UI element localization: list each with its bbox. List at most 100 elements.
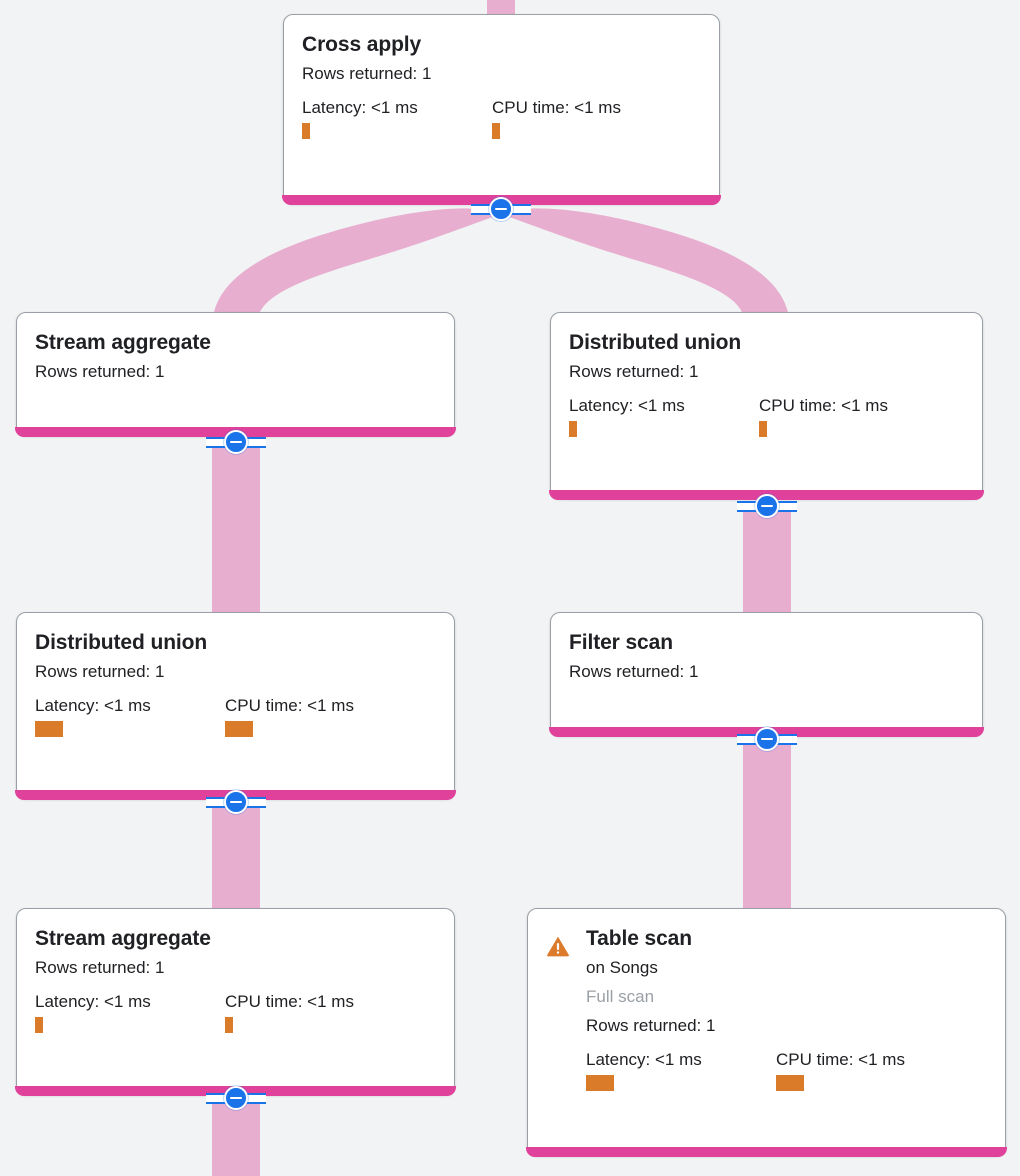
metric-latency: Latency: <1 ms: [586, 1049, 776, 1091]
metric-latency-bar: [35, 721, 63, 737]
collapse-minus-icon[interactable]: [755, 494, 779, 518]
node-rows-returned: Rows returned: 1: [586, 1016, 716, 1035]
metric-latency-label: Latency: <1 ms: [35, 696, 151, 715]
metric-cpu-time-bar: [225, 1017, 233, 1033]
node-metrics: Latency: <1 ms CPU time: <1 ms: [35, 695, 436, 737]
toggle-cross-apply[interactable]: [471, 196, 531, 222]
node-subtitle-scan-type: Full scan: [586, 987, 655, 1006]
node-title: Distributed union: [569, 331, 742, 354]
metric-latency-label: Latency: <1 ms: [586, 1050, 702, 1069]
metric-latency: Latency: <1 ms: [302, 97, 492, 139]
metric-latency: Latency: <1 ms: [569, 395, 759, 437]
metric-cpu-time-bar: [225, 721, 253, 737]
metric-cpu-time: CPU time: <1 ms: [776, 1049, 905, 1091]
collapse-minus-icon[interactable]: [224, 430, 248, 454]
node-title: Filter scan: [569, 631, 673, 654]
node-rows-returned: Rows returned: 1: [302, 64, 432, 83]
collapse-minus-icon[interactable]: [224, 1086, 248, 1110]
toggle-stream-aggregate-bottom[interactable]: [206, 1085, 266, 1111]
node-accent-bar: [526, 1147, 1007, 1157]
warning-triangle-icon: [546, 935, 586, 962]
node-metrics: Latency: <1 ms CPU time: <1 ms: [569, 395, 964, 437]
metric-cpu-time-bar: [776, 1075, 804, 1091]
edge-streamagg-bottom-out: [212, 1102, 260, 1176]
toggle-rail-right: [245, 796, 266, 808]
toggle-rail-right: [245, 436, 266, 448]
toggle-distributed-union-right[interactable]: [737, 493, 797, 519]
node-rows-returned: Rows returned: 1: [35, 958, 165, 977]
metric-latency-label: Latency: <1 ms: [302, 98, 418, 117]
collapse-minus-icon[interactable]: [224, 790, 248, 814]
node-subtitle: on Songs: [586, 958, 658, 977]
metric-latency-label: Latency: <1 ms: [569, 396, 685, 415]
edge-crossapply-left: [213, 208, 501, 318]
metric-latency-bar: [302, 123, 310, 139]
metric-latency-label: Latency: <1 ms: [35, 992, 151, 1011]
metric-cpu-time: CPU time: <1 ms: [225, 695, 354, 737]
metric-cpu-time-bar: [492, 123, 500, 139]
node-title: Stream aggregate: [35, 331, 211, 354]
node-title: Table scan: [586, 927, 692, 950]
edge-streamagg-to-dunion: [212, 446, 260, 614]
toggle-stream-aggregate-top[interactable]: [206, 429, 266, 455]
collapse-minus-icon[interactable]: [755, 727, 779, 751]
toggle-rail-right: [245, 1092, 266, 1104]
toggle-rail-right: [776, 733, 797, 745]
metric-latency: Latency: <1 ms: [35, 695, 225, 737]
node-title: Distributed union: [35, 631, 208, 654]
metric-cpu-time-label: CPU time: <1 ms: [776, 1050, 905, 1069]
metric-latency-bar: [569, 421, 577, 437]
node-rows-returned: Rows returned: 1: [569, 662, 699, 681]
metric-cpu-time: CPU time: <1 ms: [492, 97, 621, 139]
toggle-rail-right: [510, 203, 531, 215]
metric-cpu-time-label: CPU time: <1 ms: [492, 98, 621, 117]
metric-cpu-time-bar: [759, 421, 767, 437]
node-rows-returned: Rows returned: 1: [569, 362, 699, 381]
toggle-filter-scan[interactable]: [737, 726, 797, 752]
metric-cpu-time-label: CPU time: <1 ms: [225, 696, 354, 715]
metric-cpu-time: CPU time: <1 ms: [759, 395, 888, 437]
node-title: Cross apply: [302, 33, 422, 56]
collapse-minus-icon[interactable]: [489, 197, 513, 221]
edge-dunionL-to-streamagg: [212, 806, 260, 910]
node-metrics: Latency: <1 ms CPU time: <1 ms: [35, 991, 436, 1033]
node-title: Stream aggregate: [35, 927, 211, 950]
node-warning-slot: [546, 925, 586, 962]
edge-filter-to-tablescan: [743, 743, 791, 910]
toggle-rail-right: [776, 500, 797, 512]
edge-dunionR-to-filter: [743, 510, 791, 614]
node-rows-returned: Rows returned: 1: [35, 362, 165, 381]
node-metrics: Latency: <1 ms CPU time: <1 ms: [586, 1049, 987, 1091]
metric-cpu-time-label: CPU time: <1 ms: [225, 992, 354, 1011]
toggle-distributed-union-left[interactable]: [206, 789, 266, 815]
metric-latency-bar: [35, 1017, 43, 1033]
metric-cpu-time-label: CPU time: <1 ms: [759, 396, 888, 415]
node-rows-returned: Rows returned: 1: [35, 662, 165, 681]
metric-cpu-time: CPU time: <1 ms: [225, 991, 354, 1033]
edge-crossapply-right: [501, 208, 789, 318]
metric-latency: Latency: <1 ms: [35, 991, 225, 1033]
node-metrics: Latency: <1 ms CPU time: <1 ms: [302, 97, 701, 139]
